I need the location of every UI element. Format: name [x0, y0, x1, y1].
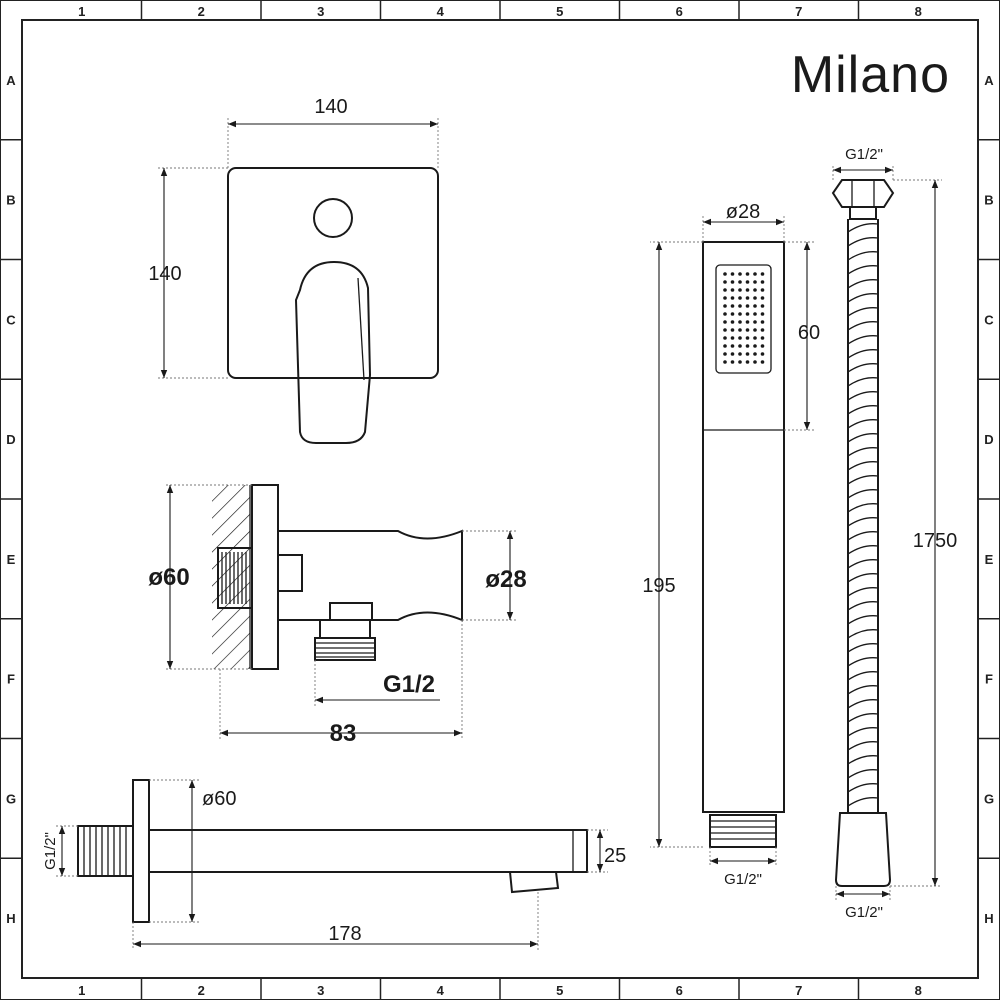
brand-logo: Milano	[791, 46, 950, 104]
grid-column-label-top: 4	[437, 4, 445, 19]
handset-thread-label: G1/2"	[724, 871, 762, 888]
hose-bottom-thread-label: G1/2"	[845, 904, 883, 921]
grid-row-label-left: B	[6, 193, 15, 208]
spout-height-label: 25	[604, 845, 626, 867]
grid-column-label-top: 7	[795, 4, 802, 19]
grid-column-label-top: 2	[198, 4, 205, 19]
grid-row-label-right: G	[984, 791, 994, 806]
spout-flange-dimension: ø60	[149, 779, 236, 923]
spout-length-label: 178	[328, 923, 361, 945]
hose-length-dimension: 1750	[890, 179, 958, 887]
mixer-valve-height-dimension: 140	[148, 167, 228, 379]
handset-diameter-label: ø28	[726, 201, 760, 223]
wall-outlet-depth-dimension: 83	[219, 620, 463, 747]
spout-inlet-thread	[77, 825, 134, 877]
mixer-valve-width-label: 140	[314, 96, 347, 118]
spout-flange-label: ø60	[202, 788, 236, 810]
wall-outlet-depth-label: 83	[330, 720, 357, 747]
shower-hose	[831, 179, 895, 887]
grid-column-label-bottom: 4	[437, 983, 445, 998]
wall-outlet-flange-label: ø60	[148, 564, 189, 591]
grid-row-label-left: E	[7, 552, 16, 567]
spout-thread-dimension: G1/2"	[42, 825, 78, 877]
spout-length-dimension: 178	[132, 892, 539, 950]
grid-row-label-right: D	[984, 432, 993, 447]
grid-column-label-bottom: 8	[915, 983, 922, 998]
wall-outlet-flange-dimension: ø60	[148, 484, 252, 670]
hose-coils	[847, 223, 879, 807]
wall-outlet-thread-dimension: G1/2	[314, 660, 440, 706]
grid-column-label-bottom: 1	[78, 983, 85, 998]
grid-row-label-right: A	[984, 73, 994, 88]
grid-row-label-left: G	[6, 791, 16, 806]
grid-column-label-bottom: 7	[795, 983, 802, 998]
handset-length-dimension: 195	[642, 241, 703, 848]
handset-head-length-label: 60	[798, 322, 820, 344]
handset-thread-dimension: G1/2"	[709, 847, 777, 888]
grid-row-label-left: F	[7, 672, 15, 687]
grid-column-label-bottom: 3	[317, 983, 324, 998]
grid-row-labels: A A B B C C D D E E F F G G H H	[0, 73, 1000, 926]
grid-row-label-right: H	[984, 911, 993, 926]
handset-nozzle-grid	[723, 272, 765, 364]
grid-row-label-right: F	[985, 672, 993, 687]
grid-column-label-top: 6	[676, 4, 683, 19]
grid-column-label-top: 3	[317, 4, 324, 19]
grid-row-label-left: D	[6, 432, 15, 447]
wall-outlet-holder-dimension: ø28	[462, 530, 527, 621]
grid-column-labels: 1 1 2 2 3 3 4 4 5 5 6 6 7 7 8 8	[78, 0, 922, 1000]
handset-head-dimension: 60	[784, 241, 820, 431]
wall-outlet-bottom-thread	[314, 637, 376, 661]
hose-top-thread-dimension: G1/2"	[832, 146, 894, 180]
grid-column-label-bottom: 5	[556, 983, 563, 998]
wall-outlet-thread-label: G1/2	[383, 671, 435, 698]
bath-spout-side-view	[77, 779, 588, 923]
hose-top-thread-label: G1/2"	[845, 146, 883, 163]
hose-bottom-thread-dimension: G1/2"	[835, 886, 891, 921]
grid-row-label-right: B	[984, 193, 993, 208]
wall-outlet-side-view	[212, 484, 463, 670]
handset-diameter-dimension: ø28	[702, 201, 785, 242]
wall-outlet-rear-thread	[217, 547, 253, 609]
mixer-valve-width-dimension: 140	[227, 96, 439, 168]
grid-row-label-right: E	[985, 552, 994, 567]
grid-row-label-left: C	[6, 312, 16, 327]
mixer-valve-height-label: 140	[148, 263, 181, 285]
grid-column-label-bottom: 2	[198, 983, 205, 998]
handset-length-label: 195	[642, 575, 675, 597]
grid-column-label-top: 5	[556, 4, 563, 19]
grid-column-label-top: 8	[915, 4, 922, 19]
grid-column-label-top: 1	[78, 4, 85, 19]
mixer-valve-front-view	[227, 167, 439, 444]
grid-column-label-bottom: 6	[676, 983, 683, 998]
grid-row-label-left: H	[6, 911, 15, 926]
spout-thread-label: G1/2"	[42, 832, 59, 870]
grid-row-label-right: C	[984, 312, 994, 327]
hose-length-label: 1750	[913, 530, 958, 552]
handset-thread	[709, 814, 777, 848]
grid-row-label-left: A	[6, 73, 16, 88]
spout-height-dimension: 25	[587, 829, 626, 873]
handset-front-view	[702, 241, 785, 848]
wall-outlet-holder-label: ø28	[485, 566, 526, 593]
